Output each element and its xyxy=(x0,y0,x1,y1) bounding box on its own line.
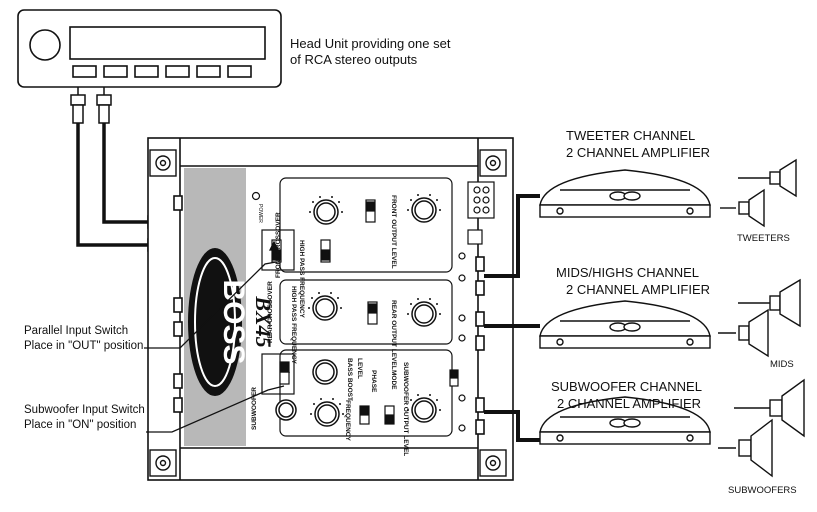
amplifier-tweeter xyxy=(539,169,711,218)
parallel-switch-callout-line1: Parallel Input Switch xyxy=(24,325,129,337)
mids-amp-title-line1: MIDS/HIGHS CHANNEL xyxy=(556,265,700,280)
rear-output-level-label: REAR OUTPUT LEVEL xyxy=(390,300,397,370)
frequency-label: FREQUENCY xyxy=(344,400,351,441)
sub-amp-title-line1: SUBWOOFER CHANNEL xyxy=(551,379,702,394)
parallel-switch-callout-line2: Place in "OUT" position xyxy=(24,340,144,352)
rear-hp-frequency-label: HIGH PASS FREQUENCY xyxy=(290,286,297,365)
knob-ticks xyxy=(308,194,441,415)
subwoofer-switch-callout-line2: Place in "ON" position xyxy=(24,419,137,431)
phase-switch xyxy=(359,405,370,425)
rear-slope-switch xyxy=(367,301,378,325)
rca-plugs-head xyxy=(70,87,112,124)
front-crossover-label: FRONT CROSSOVER xyxy=(275,212,282,278)
subwoofer-section-label: SUBWOOFER xyxy=(251,387,258,430)
mode-switch xyxy=(384,405,395,425)
bass-boost-knob xyxy=(312,359,338,385)
mids-speaker-1 xyxy=(738,278,801,328)
subwoofer-speaker-2 xyxy=(718,418,773,478)
subwoofer-switch-callout-line1: Subwoofer Input Switch xyxy=(24,404,145,416)
tweeter-amp-title-line2: 2 CHANNEL AMPLIFIER xyxy=(566,145,711,160)
sub-output-level-knob xyxy=(411,397,437,423)
bass-boost-label: BASS BOOST xyxy=(346,358,353,401)
boss-logo xyxy=(188,248,242,396)
amp-wires xyxy=(484,194,540,442)
level-label: LEVEL xyxy=(356,358,363,379)
front-multiplier-switch xyxy=(320,239,331,263)
sub-amp-title-line2: 2 CHANNEL AMPLIFIER xyxy=(557,396,702,411)
terminal-block xyxy=(467,181,495,245)
rear-hp-frequency-knob xyxy=(312,295,338,321)
mids-amp-title-line2: 2 CHANNEL AMPLIFIER xyxy=(566,282,711,297)
tweeter-amp-title-line1: TWEETER CHANNEL xyxy=(566,128,696,143)
mids-speaker-2 xyxy=(718,308,769,358)
amplifier-subwoofer xyxy=(539,396,711,445)
power-label: POWER xyxy=(257,204,263,223)
rear-output-level-knob xyxy=(411,301,437,327)
output-jacks xyxy=(458,252,466,432)
head-unit-caption-line1: Head Unit providing one set xyxy=(290,36,451,51)
mids-label: MIDS xyxy=(770,359,794,370)
front-slope-switch xyxy=(365,199,376,223)
power-led xyxy=(251,191,261,201)
tweeter-speaker-2 xyxy=(720,188,765,228)
knobs xyxy=(275,197,437,427)
callout-lines xyxy=(144,240,291,433)
front-hp-frequency-label: HIGH PASS FREQUENCY xyxy=(298,240,305,319)
speakers xyxy=(718,158,805,478)
tweeters-label: TWEETERS xyxy=(737,233,790,244)
subwoofers-label: SUBWOOFERS xyxy=(728,485,797,496)
head-unit xyxy=(17,9,282,88)
subwoofer-output-level-label: SUBWOOFER OUTPUT LEVEL xyxy=(402,362,409,456)
tweeter-speaker-1 xyxy=(738,158,797,198)
boss-logo-text: BOSS xyxy=(217,279,250,364)
front-hp-frequency-knob xyxy=(313,199,339,225)
head-unit-caption-line2: of RCA stereo outputs xyxy=(290,52,418,67)
rca-cables xyxy=(76,123,148,247)
mode-label: MODE xyxy=(390,370,397,390)
control-sections xyxy=(261,177,453,437)
phase-label: PHASE xyxy=(370,370,377,393)
sub-frequency-knob xyxy=(314,401,340,427)
sub-mono-switch xyxy=(449,369,459,387)
front-output-level-knob xyxy=(411,197,437,223)
front-output-level-label: FRONT OUTPUT LEVEL xyxy=(390,195,397,269)
subwoofer-speaker-1 xyxy=(734,378,805,438)
parallel-input-switch xyxy=(271,239,282,263)
input-level-knob xyxy=(275,399,297,421)
mounting-holes xyxy=(149,149,507,477)
model-text: BX45 xyxy=(251,295,276,347)
amplifier-mids xyxy=(539,300,711,349)
rear-crossover-label: REAR CROSSOVER xyxy=(267,281,274,343)
